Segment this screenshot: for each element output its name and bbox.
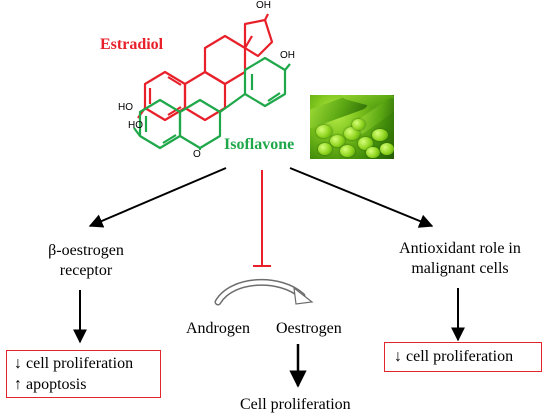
oh-top-label: OH (256, 0, 271, 11)
ring-oxygen-label: O (193, 149, 201, 160)
androgen-label: Androgen (186, 320, 250, 337)
right-outcome-box (384, 342, 542, 372)
cell-proliferation-label: Cell proliferation (240, 396, 351, 413)
oestrogen-label: Oestrogen (276, 320, 342, 337)
arrow-to-antioxidant (289, 167, 434, 228)
left-outcome-box (6, 350, 161, 398)
ho-left-upper-label: HO (118, 102, 133, 113)
isoflavone-label: Isoflavone (224, 136, 295, 153)
antioxidant-label-line1: Antioxidant role in (399, 240, 521, 257)
arrow-to-receptor (88, 167, 227, 228)
isoflavone-structure (133, 56, 291, 150)
antioxidant-label-line2: malignant cells (411, 260, 509, 277)
receptor-label-line1: β-oestrogen (48, 242, 124, 259)
ho-left-lower-label: HO (128, 120, 143, 131)
conversion-arrowhead (293, 286, 314, 305)
estradiol-label: Estradiol (100, 36, 164, 53)
left-outcome-line2: ↑ apoptosis (14, 376, 87, 393)
left-outcome-line1: ↓ cell proliferation (14, 355, 134, 372)
receptor-label-line2: receptor (59, 262, 113, 279)
right-outcome-text: ↓ cell proliferation (394, 348, 514, 365)
oh-right-label: OH (280, 50, 295, 61)
soybeans-photo (310, 95, 394, 159)
